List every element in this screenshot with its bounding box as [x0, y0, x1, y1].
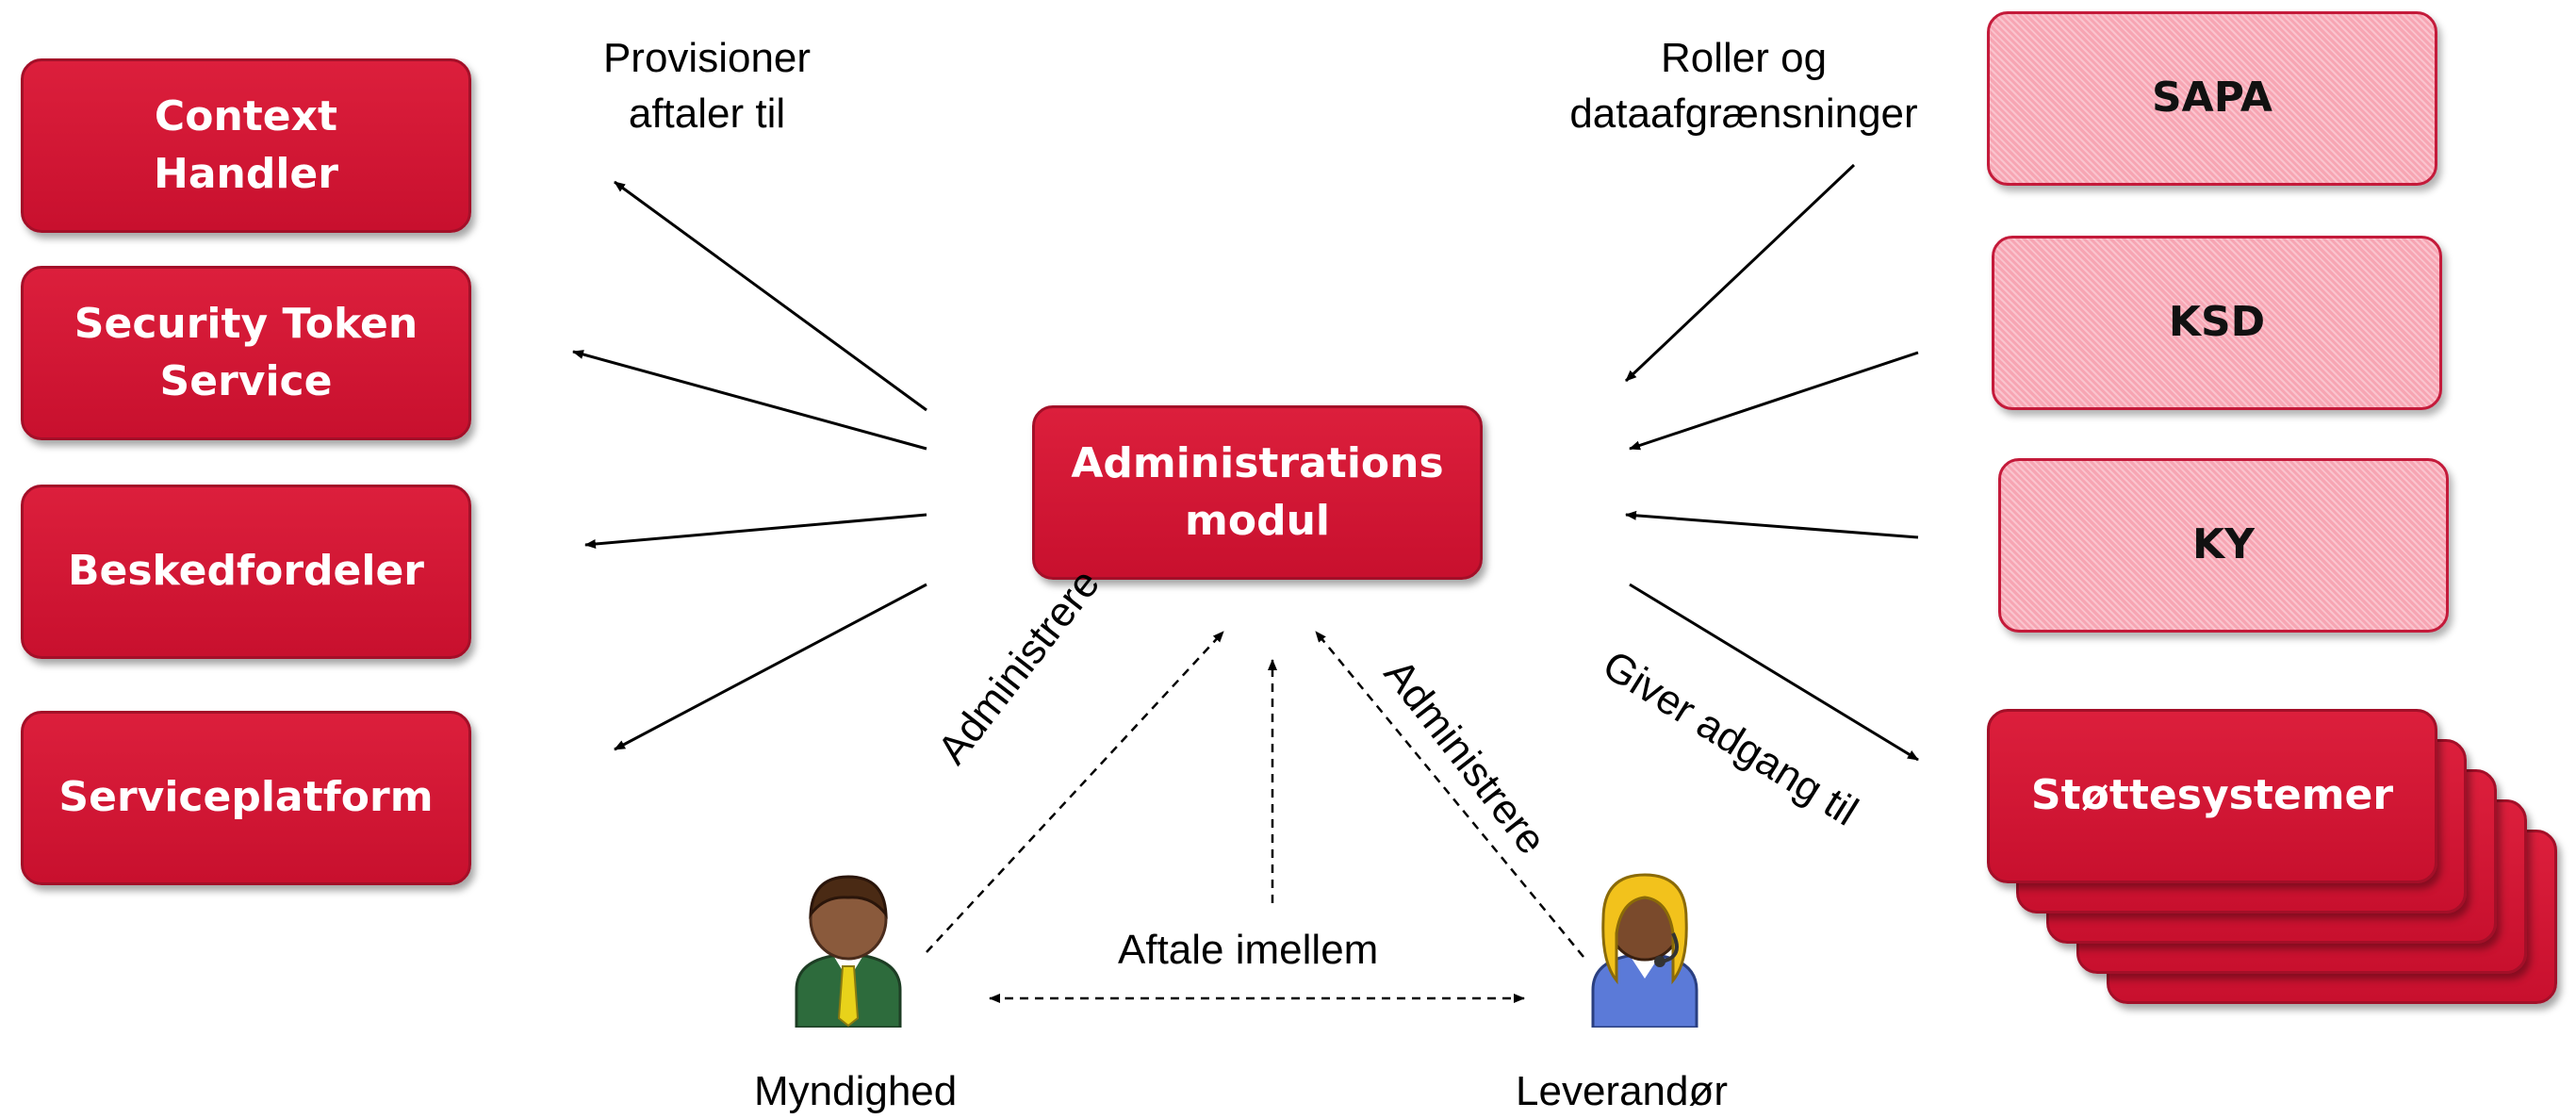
arrow-to-serviceplatform [614, 583, 927, 751]
security-token-service-box: Security Token Service [21, 266, 471, 440]
security-token-service-label: Security Token Service [74, 299, 418, 405]
ksd-label: KSD [2168, 298, 2266, 347]
context-handler-label: Context Handler [154, 91, 338, 198]
aftale-imellem-label: Aftale imellem [1118, 927, 1379, 973]
sapa-label: SAPA [2151, 74, 2272, 123]
arrow-from-ksd [1629, 351, 1919, 451]
authority-person-icon [795, 875, 902, 1028]
roller-label: Roller og dataafgrænsninger [1569, 35, 1918, 138]
stottesystemer-label: Støttesystemer [2030, 771, 2394, 820]
myndighed-label: Myndighed [754, 1068, 958, 1114]
dashed-arrow-myndighed-to-admin [926, 631, 1224, 953]
beskedfordeler-label: Beskedfordeler [67, 547, 425, 596]
provisioner-label: Provisioner aftaler til [602, 35, 812, 138]
arrow-from-ky [1625, 510, 1919, 539]
serviceplatform-label: Serviceplatform [58, 773, 434, 822]
sapa-box: SAPA [1987, 11, 2437, 186]
arrow-from-sapa [1624, 163, 1856, 383]
ksd-box: KSD [1992, 236, 2442, 410]
administrations-modul-label: Administrations modul [1071, 438, 1444, 545]
supplier-person-icon [1591, 873, 1698, 1028]
dashed-arrow-leverandor-to-admin [1315, 631, 1584, 958]
arrow-to-beskedfordeler [584, 513, 927, 550]
arrow-to-security-token-service [572, 350, 927, 451]
beskedfordeler-box: Beskedfordeler [21, 485, 471, 659]
leverandor-label: Leverandør [1516, 1068, 1729, 1114]
context-handler-box: Context Handler [21, 58, 471, 233]
arrow-to-stottesystemer [1629, 583, 1919, 762]
administrations-modul-box: Administrations modul [1032, 405, 1483, 580]
ky-box: KY [1998, 458, 2449, 633]
stottesystemer-box: Støttesystemer [1987, 709, 2437, 883]
ky-label: KY [2192, 520, 2255, 569]
arrow-to-context-handler [614, 180, 927, 412]
serviceplatform-box: Serviceplatform [21, 711, 471, 885]
